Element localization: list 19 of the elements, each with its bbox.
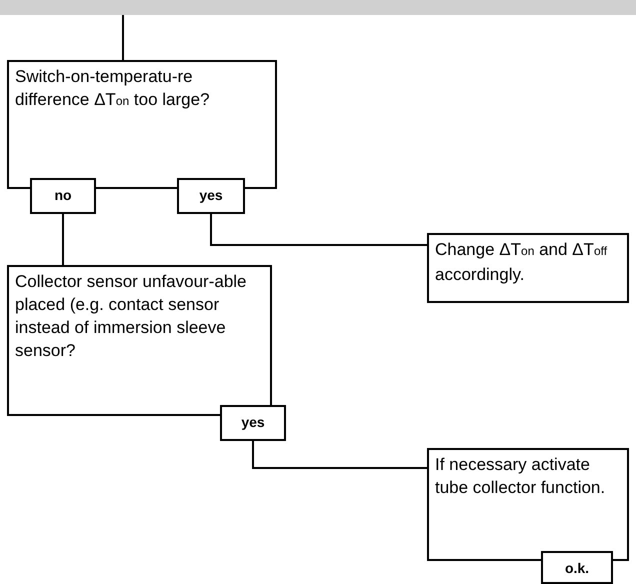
process-box	[427, 448, 629, 561]
connector-line	[252, 441, 427, 469]
answer-label: yes	[240, 413, 266, 432]
answer-box	[30, 178, 96, 214]
process-box	[7, 60, 277, 189]
answer-box	[220, 405, 286, 441]
answer-label: no	[53, 186, 73, 205]
process-box	[427, 233, 629, 303]
bar-shape	[0, 0, 636, 15]
question-text: If necessary activate tube collector function.	[434, 454, 606, 499]
answer-label: yes	[198, 186, 224, 205]
connector-line	[122, 15, 124, 60]
answer-box	[177, 178, 245, 214]
answer-label: o.k.	[564, 559, 590, 578]
connector-line	[210, 214, 427, 246]
connector-line	[62, 214, 64, 265]
answer-box	[541, 551, 613, 584]
question-text: Collector sensor unfavour-able placed (e.g. contact sensor instead of immersion sleeve sensor?	[14, 271, 248, 362]
process-box	[7, 265, 272, 416]
